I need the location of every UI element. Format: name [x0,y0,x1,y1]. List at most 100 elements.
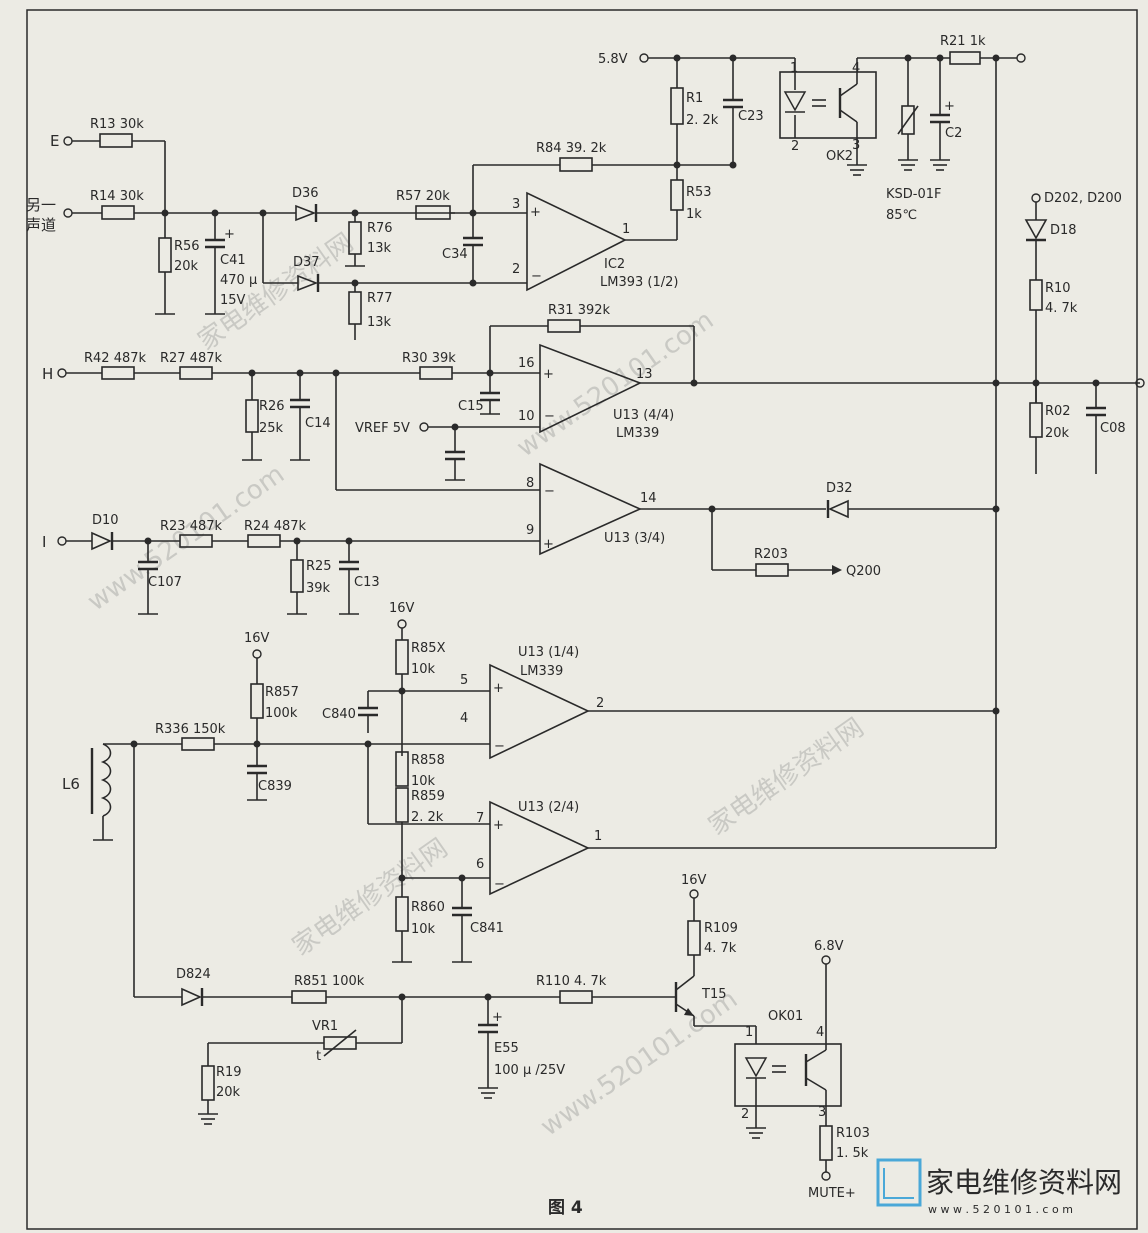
svg-text:U13 (2/4): U13 (2/4) [518,800,579,815]
svg-text:R21 1k: R21 1k [940,34,986,49]
svg-text:D202, D200: D202, D200 [1044,191,1122,206]
svg-text:R110 4. 7k: R110 4. 7k [536,974,607,989]
optocoupler-ok2 [779,71,877,139]
svg-text:U13 (3/4): U13 (3/4) [604,531,665,546]
resistor-r27 [179,366,213,380]
svg-text:5: 5 [460,673,468,688]
svg-text:1: 1 [622,222,630,237]
svg-text:−: − [544,409,555,424]
svg-text:声道: 声道 [26,216,56,234]
svg-text:14: 14 [640,491,657,506]
svg-text:16V: 16V [681,873,707,888]
diode-d36 [295,204,317,222]
svg-text:100k: 100k [265,706,298,721]
resistor-r859 [395,787,409,823]
svg-text:R858: R858 [411,753,445,768]
svg-text:www.520101.com: www.520101.com [535,984,743,1142]
svg-text:www.520101.com: www.520101.com [82,459,290,617]
svg-text:4. 7k: 4. 7k [704,941,737,956]
svg-text:C2: C2 [945,126,962,141]
resistor-r53 [670,179,684,211]
svg-text:1: 1 [790,61,798,76]
svg-text:R336 150k: R336 150k [155,722,226,737]
svg-text:C41: C41 [220,253,246,268]
svg-text:15V: 15V [220,293,246,308]
svg-text:D824: D824 [176,967,211,982]
svg-text:R26: R26 [259,399,285,414]
optocoupler-ok01 [734,1043,842,1107]
resistor-r30 [419,366,453,380]
resistor-r851 [291,990,327,1004]
svg-text:2: 2 [512,262,520,277]
brand-logo: 家电维修资料网 w w w . 5 2 0 1 0 1 . c o m [876,1158,1122,1216]
svg-text:2. 2k: 2. 2k [411,810,444,825]
svg-text:R53: R53 [686,185,712,200]
svg-text:3: 3 [818,1105,826,1120]
svg-text:E: E [50,132,59,150]
resistor-r103 [819,1125,833,1161]
svg-text:9: 9 [526,523,534,538]
svg-text:C15: C15 [458,399,484,414]
svg-text:−: − [531,269,542,284]
svg-text:KSD-01F: KSD-01F [886,187,942,202]
svg-text:C23: C23 [738,109,764,124]
svg-text:R1: R1 [686,91,703,106]
svg-text:家电维修资料网: 家电维修资料网 [926,1166,1122,1199]
svg-text:10: 10 [518,409,535,424]
figure-caption: 图 4 [548,1198,583,1218]
watermark: 家电维修资料网 www.520101.com www.520101.com 家电… [82,228,869,1143]
comparator-u13-4 [539,343,643,434]
svg-text:+: + [492,1010,503,1025]
svg-text:1k: 1k [686,207,702,222]
svg-text:−: − [494,877,505,892]
svg-text:4: 4 [460,711,468,726]
svg-text:E55: E55 [494,1041,519,1056]
svg-text:R103: R103 [836,1126,870,1141]
svg-text:I: I [42,533,46,551]
svg-text:10k: 10k [411,774,436,789]
resistor-r860 [395,896,409,932]
svg-text:R13 30k: R13 30k [90,117,144,132]
resistor-r857 [250,683,264,719]
svg-text:R77: R77 [367,291,393,306]
svg-text:R27 487k: R27 487k [160,351,223,366]
svg-text:25k: 25k [259,421,284,436]
comparator-u13-3 [539,462,642,556]
svg-text:R860: R860 [411,900,445,915]
svg-text:+: + [493,681,504,696]
svg-text:MUTE+: MUTE+ [808,1186,856,1201]
comparator-u13-1 [489,663,590,760]
svg-text:C13: C13 [354,575,380,590]
border [26,9,1138,1230]
resistor-r84 [559,157,593,172]
resistor-r203 [755,563,789,577]
svg-text:C839: C839 [258,779,292,794]
svg-text:R24 487k: R24 487k [244,519,307,534]
svg-text:T15: T15 [701,987,726,1002]
svg-text:R57 20k: R57 20k [396,189,450,204]
resistor-r25 [290,559,304,593]
resistor-r42 [101,366,135,380]
svg-text:R109: R109 [704,921,738,936]
svg-text:20k: 20k [216,1085,241,1100]
resistor-r24 [247,534,281,548]
svg-text:6: 6 [476,857,484,872]
svg-text:1. 5k: 1. 5k [836,1146,869,1161]
resistor-r110 [559,990,593,1004]
resistor-r1 [670,87,684,125]
svg-text:家电维修资料网: 家电维修资料网 [703,713,869,842]
svg-text:39k: 39k [306,581,331,596]
svg-text:13k: 13k [367,241,392,256]
svg-text:R02: R02 [1045,404,1071,419]
svg-text:t: t [316,1049,321,1064]
svg-text:13: 13 [636,367,653,382]
svg-text:2: 2 [596,696,604,711]
svg-text:Q200: Q200 [846,564,881,579]
svg-text:R31 392k: R31 392k [548,303,611,318]
resistor-r85x [395,639,409,675]
